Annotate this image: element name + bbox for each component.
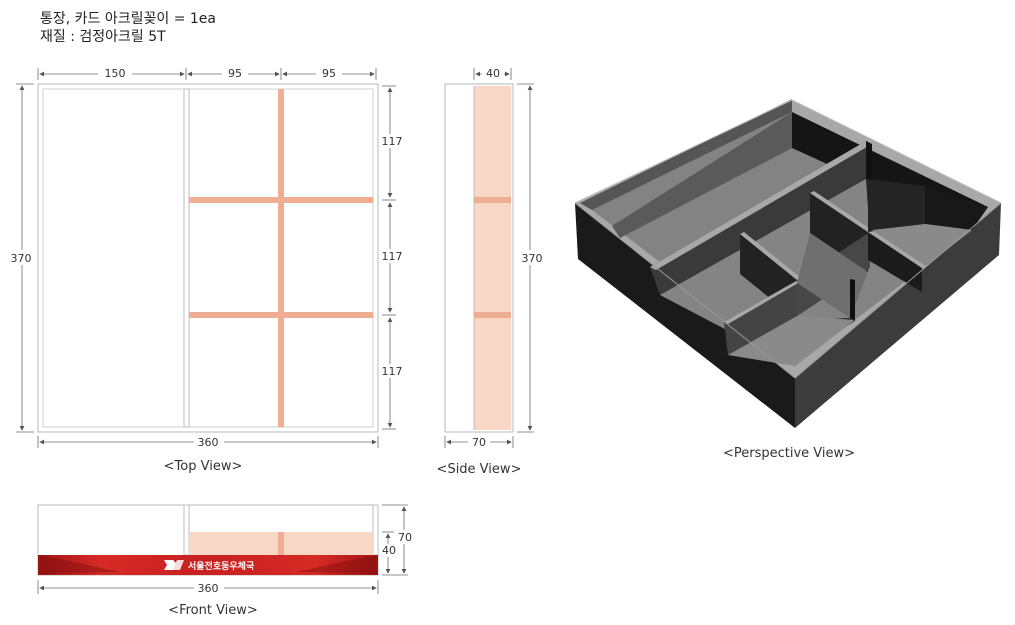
front-view-red-banner [38,555,378,575]
top-view-width-2: 95 [228,67,242,80]
top-view-inner-frame [42,88,374,428]
top-view-row-height-1: 117 [382,135,403,148]
top-view-partition-horizontal-1 [189,197,373,203]
spec-title: 통장, 카드 아크릴꽂이 = 1ea [40,11,217,27]
top-view-partition-vertical [278,89,284,427]
side-view-top-width: 40 [486,67,500,80]
side-view-height: 370 [522,252,543,265]
perspective-view: <Perspective View> [574,99,1002,461]
side-view-bottom-width: 70 [472,436,486,449]
top-view-row-height-3: 117 [382,365,403,378]
top-view-width-1: 150 [105,67,126,80]
front-view-height-total: 70 [398,531,412,544]
top-view-height: 370 [11,252,32,265]
top-view-row-height-2: 117 [382,250,403,263]
perspective-main-divider [650,141,866,295]
perspective-front-right-wall [795,203,1001,428]
side-view: 40 370 70 <Side View> [437,66,544,477]
perspective-front-left-wall [575,203,795,428]
spec-material: 재질 : 검정아크릴 5T [40,29,166,45]
front-view-total-width: 360 [198,582,219,595]
front-view-height-front: 40 [382,544,396,557]
top-view: 150 95 95 370 117 117 117 360 <Top View> [10,66,404,474]
side-view-partition-line-2 [474,312,511,318]
perspective-back-left-inner-wall [612,112,792,238]
front-view-banner-text: 서울전호동우체국 [188,560,255,572]
side-view-caption: <Side View> [437,462,522,477]
top-view-partition-horizontal-2 [189,312,373,318]
front-view: 서울전호동우체국 70 40 360 <Front View> [37,504,416,618]
front-view-partition-vertical [278,532,284,555]
top-view-total-width: 360 [198,436,219,449]
top-view-main-divider [183,88,190,428]
side-view-partition-panel [474,86,511,430]
side-view-partition-line-1 [474,197,511,203]
perspective-view-caption: <Perspective View> [723,446,855,461]
top-view-width-3: 95 [322,67,336,80]
front-view-caption: <Front View> [168,603,258,618]
post-office-logo-icon [164,560,184,570]
top-view-caption: <Top View> [164,459,243,474]
